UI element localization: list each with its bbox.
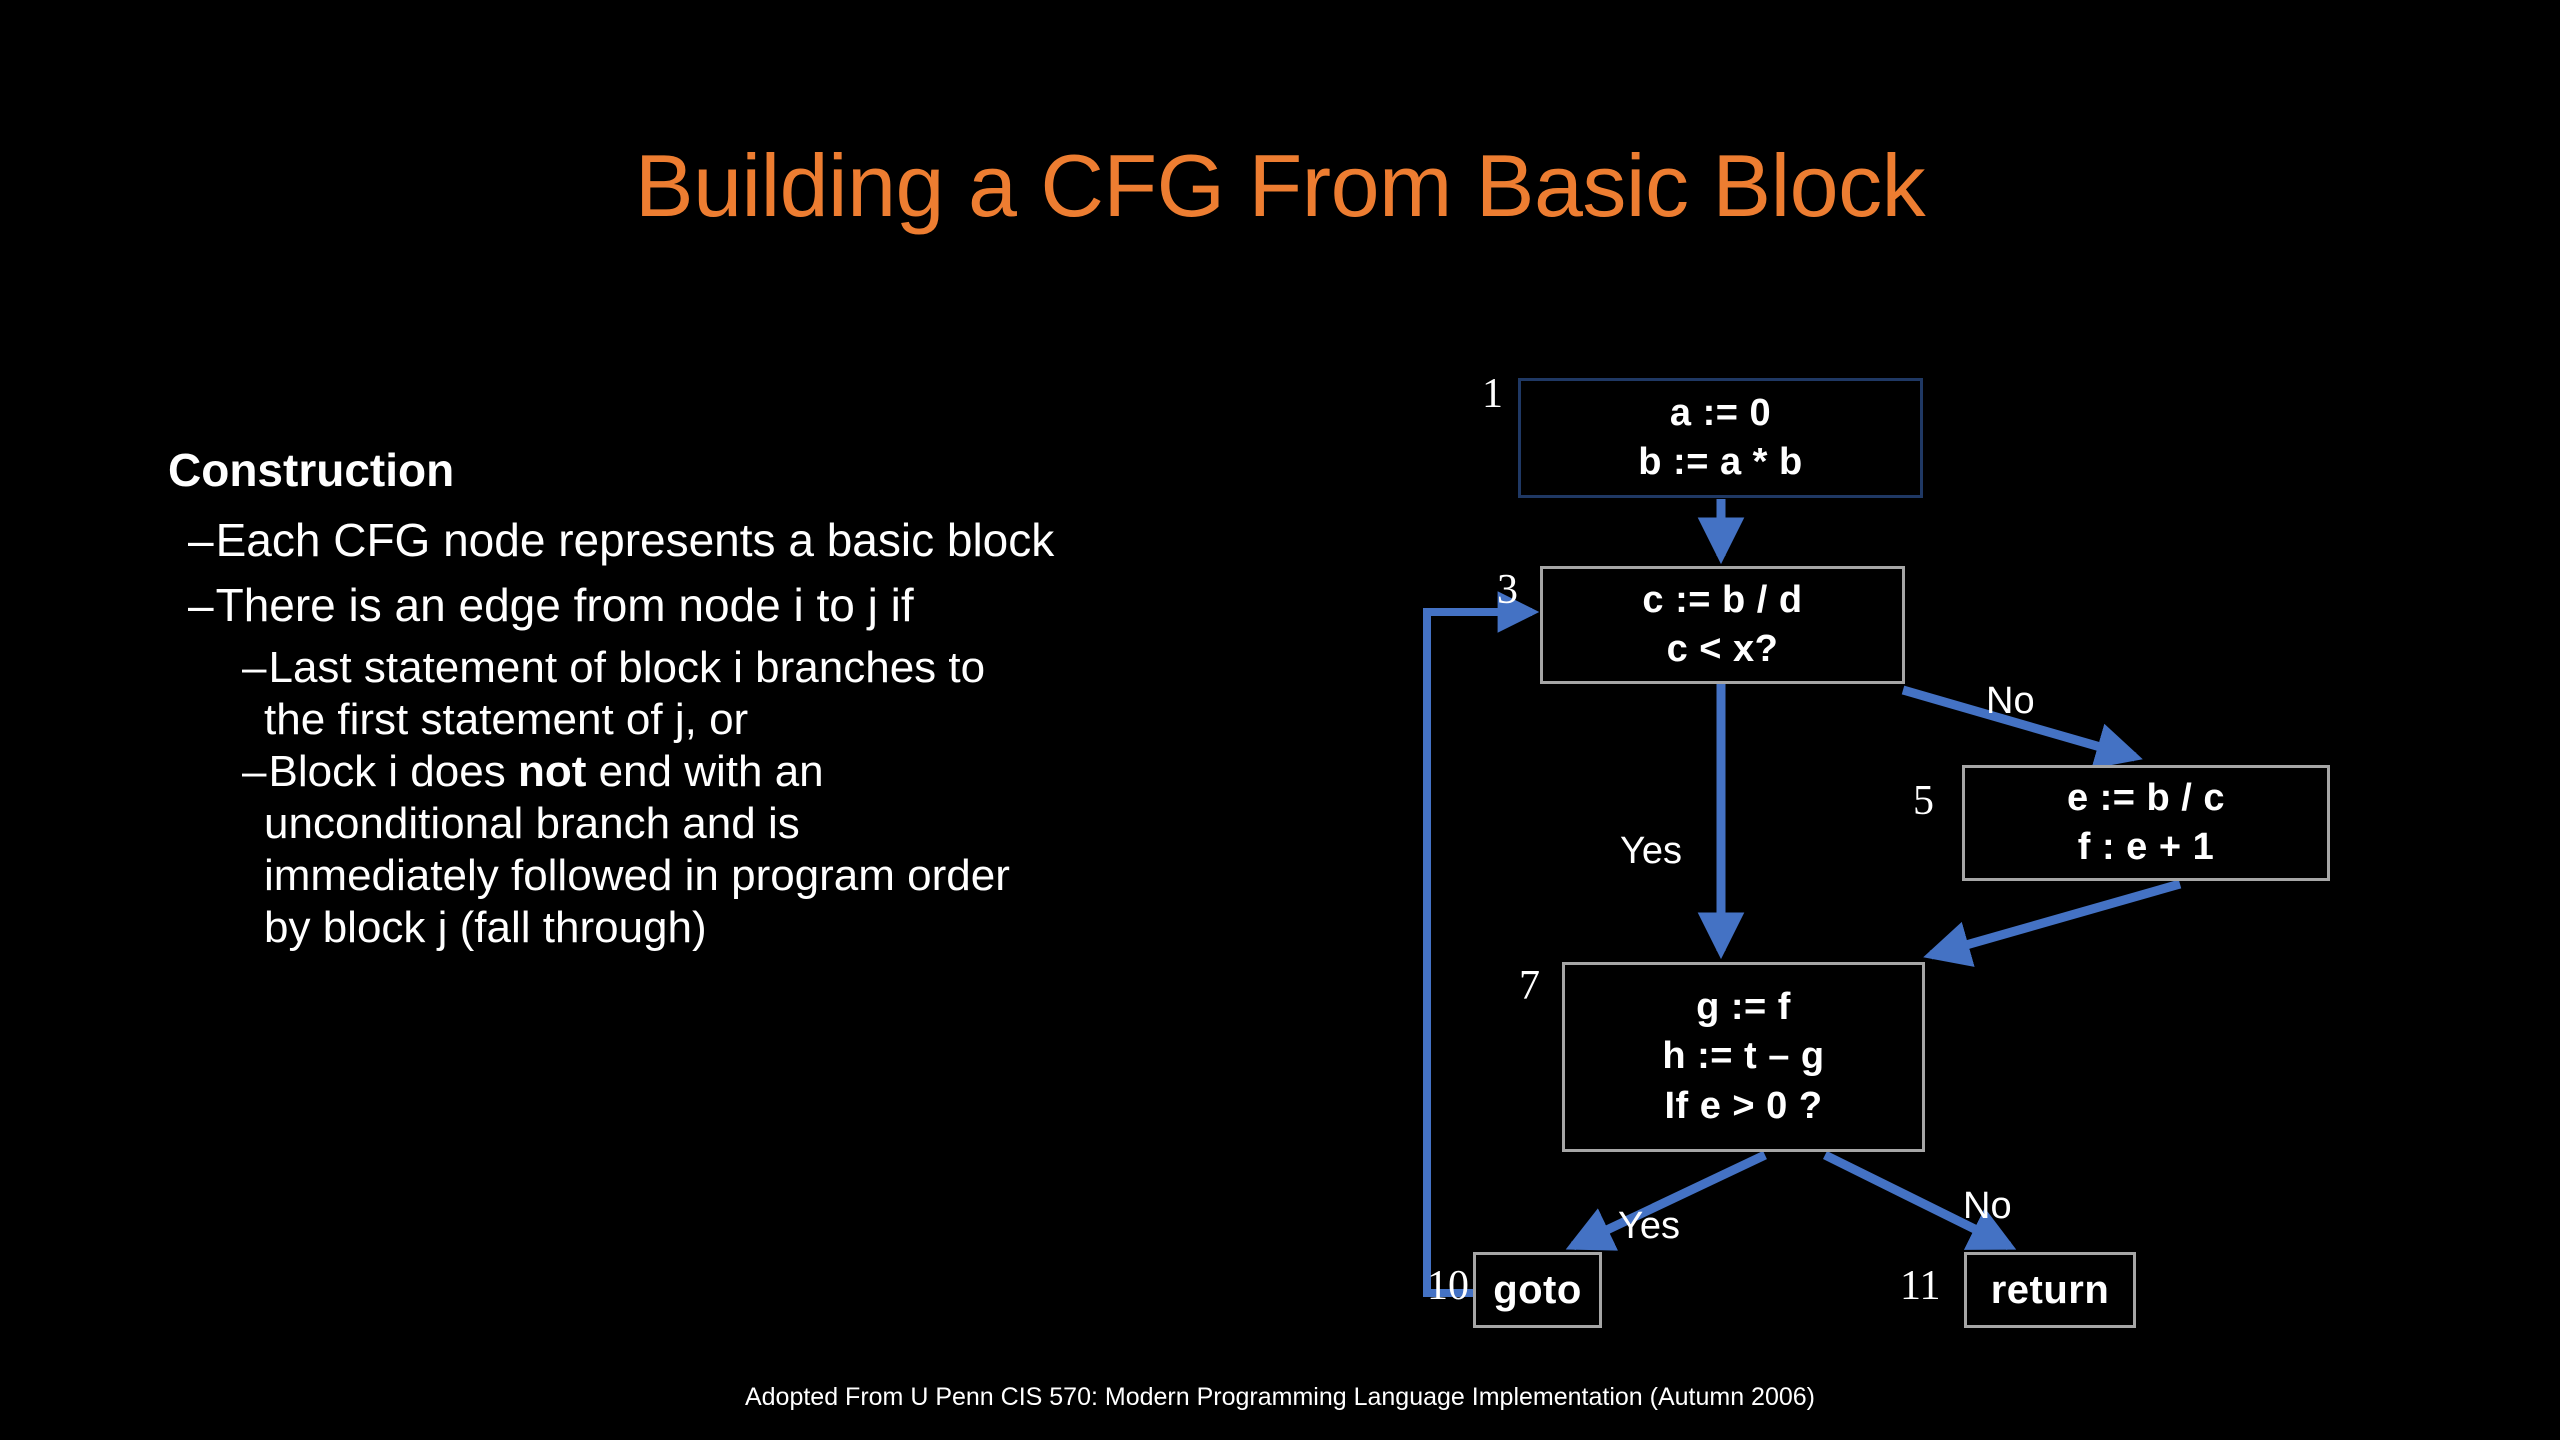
cfg-node-10-number: 10 — [1427, 1263, 1469, 1309]
subbullet-block-not-end: –Block i does not end with an — [168, 746, 1348, 798]
cfg-node-7-line-3: If e > 0 ? — [1664, 1084, 1823, 1127]
cfg-node-1-line-1: a := 0 — [1669, 391, 1772, 434]
bullet-each-cfg-node: –Each CFG node represents a basic block — [168, 512, 1348, 569]
bullet-edge-from-node: –There is an edge from node i to j if — [168, 577, 1348, 634]
bullet-text-before: Block i does — [268, 746, 518, 796]
cfg-node-7[interactable]: g := f h := t – g If e > 0 ? — [1562, 962, 1925, 1152]
cfg-node-1-number: 1 — [1482, 371, 1503, 417]
cfg-node-11-line-1: return — [1990, 1268, 2110, 1312]
bullet-text: unconditional branch and is — [264, 798, 800, 848]
bullet-text: Each CFG node represents a basic block — [215, 514, 1055, 567]
cfg-node-1[interactable]: a := 0 b := a * b — [1518, 378, 1923, 498]
cfg-node-5-line-1: e := b / c — [2066, 776, 2226, 819]
edge-10-to-3-loopback — [1423, 591, 1540, 1297]
bullet-text: immediately followed in program order — [264, 850, 1010, 900]
edge-label-no-top: No — [1986, 680, 2035, 722]
edge-7-to-11-no — [1823, 1150, 2017, 1251]
cfg-node-11-number: 11 — [1900, 1263, 1941, 1309]
bullet-text: There is an edge from node i to j if — [215, 579, 914, 632]
cfg-node-5-line-2: f : e + 1 — [2077, 826, 2215, 868]
cfg-node-5-number: 5 — [1913, 778, 1934, 824]
cfg-node-3-number: 3 — [1497, 567, 1518, 613]
page-title: Building a CFG From Basic Block — [634, 136, 1926, 235]
cfg-node-10-line-1: goto — [1493, 1268, 1582, 1312]
subbullet-last-statement: –Last statement of block i branches to — [168, 642, 1348, 694]
bullet-text-after: end with an — [586, 746, 824, 796]
bullet-dash: – — [188, 514, 214, 567]
edge-label-yes-bottom: Yes — [1618, 1205, 1680, 1247]
cfg-node-3-line-1: c := b / d — [1642, 578, 1803, 621]
edge-7-to-10-yes — [1565, 1150, 1767, 1251]
cfg-node-7-line-1: g := f — [1696, 985, 1791, 1028]
bullet-dash: – — [188, 579, 214, 632]
cfg-node-7-line-2: h := t – g — [1662, 1035, 1825, 1078]
bullet-text: the first statement of j, or — [264, 695, 749, 745]
subbullet-program-order: immediately followed in program order — [168, 850, 1348, 902]
construction-text-block: Construction –Each CFG node represents a… — [168, 442, 1348, 954]
subbullet-unconditional-branch: unconditional branch and is — [168, 798, 1348, 850]
slide-footer-attribution: Adopted From U Penn CIS 570: Modern Prog… — [744, 1383, 1816, 1411]
bullet-text: by block j (fall through) — [264, 902, 707, 952]
subbullet-last-statement-line2: the first statement of j, or — [168, 694, 1348, 746]
cfg-node-3-line-2: c < x? — [1666, 628, 1779, 670]
edge-label-no-bottom: No — [1963, 1185, 2012, 1227]
bullet-text: Last statement of block i branches to — [268, 643, 986, 693]
cfg-node-5[interactable]: e := b / c f : e + 1 — [1962, 765, 2330, 881]
edge-label-yes-left: Yes — [1620, 830, 1682, 872]
bullet-dash: – — [242, 746, 267, 796]
cfg-node-7-number: 7 — [1519, 963, 1540, 1009]
bullet-emphasis-not: not — [517, 746, 587, 796]
construction-heading: Construction — [168, 444, 455, 496]
cfg-node-1-line-2: b := a * b — [1638, 441, 1803, 483]
cfg-node-10-goto[interactable]: goto — [1473, 1252, 1602, 1328]
cfg-node-3[interactable]: c := b / d c < x? — [1540, 566, 1905, 684]
bullet-dash: – — [242, 643, 267, 693]
cfg-node-11-return[interactable]: return — [1964, 1252, 2136, 1328]
edge-3-to-5-no — [1901, 685, 2143, 769]
edge-5-to-7 — [1923, 879, 2182, 967]
subbullet-fall-through: by block j (fall through) — [168, 902, 1348, 954]
